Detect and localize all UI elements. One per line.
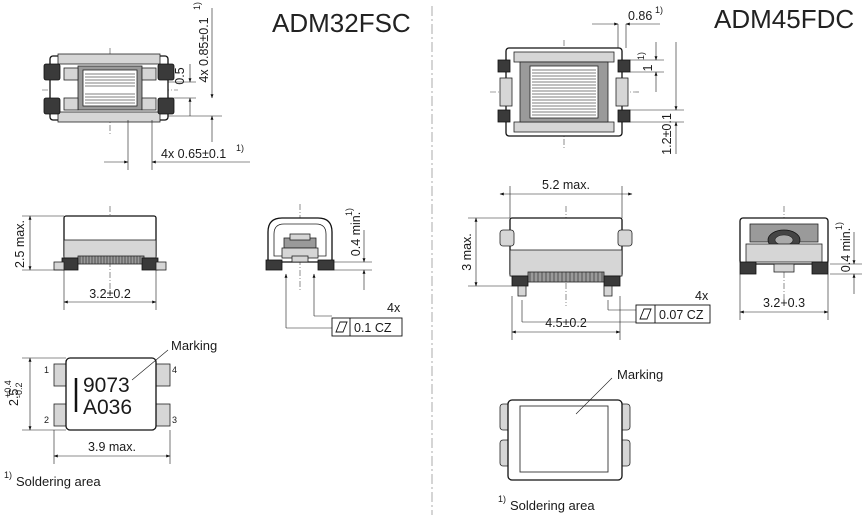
left-dim-side-minus: -0.2 xyxy=(14,382,24,398)
right-dim-1: 1 xyxy=(641,64,655,71)
right-side-dims: 0.4 min. 1) 3.2+0.3 xyxy=(739,222,862,320)
left-front-view xyxy=(53,206,167,296)
left-side-view xyxy=(265,204,335,290)
right-front-dims: 5.2 max. 3 max. 4.5±0.2 0.07 CZ 4x xyxy=(460,178,711,340)
left-title: ADM32FSC xyxy=(272,8,411,38)
left-top-coil xyxy=(85,73,135,104)
right-front-view xyxy=(499,206,633,306)
right-side-view xyxy=(739,206,829,300)
left-pin-2: 2 xyxy=(44,415,49,425)
right-dim-0-86-note: 1) xyxy=(655,5,663,15)
left-marking-view: 9073 A036 1 2 3 4 Marking xyxy=(44,338,217,431)
right-top-view xyxy=(490,40,640,150)
left-footnote: Soldering area xyxy=(16,474,101,489)
left-dim-min: 0.4 min. xyxy=(349,212,363,256)
left-marking-line1: 9073 xyxy=(83,374,130,397)
right-dim-height: 3 max. xyxy=(460,233,474,271)
left-coplanar-value: 0.1 CZ xyxy=(354,321,392,335)
left-coplanar-count: 4x xyxy=(387,301,401,315)
right-footnote-sup: 1) xyxy=(498,494,506,504)
left-dim-side-width: 2.5 xyxy=(7,389,21,406)
left-dim-0-85-note: 1) xyxy=(192,2,202,10)
left-dim-0-85: 4x 0.85±0.1 xyxy=(197,17,211,82)
right-dim-1-2: 1.2±0.1 xyxy=(660,113,674,155)
left-pin-1: 1 xyxy=(44,365,49,375)
left-marking-dims: 2.5 +0.4 -0.2 3.9 max. xyxy=(3,357,171,464)
left-pin-4: 4 xyxy=(172,365,177,375)
left-pin-3: 3 xyxy=(172,415,177,425)
left-dim-0-5: 0.5 xyxy=(173,67,187,84)
left-footnote-sup: 1) xyxy=(4,470,12,480)
left-side-dims: 0.4 min. 1) 0.1 CZ 4x xyxy=(284,208,403,337)
right-marking-label: Marking xyxy=(617,367,663,382)
right-dim-width: 5.2 max. xyxy=(542,178,590,192)
left-dim-side-plus: +0.4 xyxy=(3,380,13,398)
right-footnote: Soldering area xyxy=(510,498,595,513)
right-top-dims: 0.86 1) 1 1) 1.2±0.1 xyxy=(592,5,684,155)
right-dim-side-width: 3.2+0.3 xyxy=(763,296,805,310)
left-top-dims: 0.5 4x 0.85±0.1 1) 4x 0.65±0.1 1) xyxy=(104,2,250,170)
left-top-view xyxy=(42,48,178,134)
left-dim-0-65-note: 1) xyxy=(236,143,244,153)
right-dim-length: 4.5±0.2 xyxy=(545,316,587,330)
right-marking-view: Marking xyxy=(499,367,663,481)
right-dim-1-note: 1) xyxy=(636,52,646,60)
right-coplanar-value: 0.07 CZ xyxy=(659,308,704,322)
left-dim-width: 3.2±0.2 xyxy=(89,287,131,301)
left-front-dims: 2.5 max. 3.2±0.2 xyxy=(13,215,157,310)
left-marking-label: Marking xyxy=(171,338,217,353)
left-dim-min-note: 1) xyxy=(344,208,354,216)
right-top-coil xyxy=(532,69,596,116)
right-dim-min-note: 1) xyxy=(834,222,844,230)
left-dim-height: 2.5 max. xyxy=(13,220,27,268)
right-dim-min: 0.4 min. xyxy=(839,228,853,272)
right-title: ADM45FDC xyxy=(714,4,854,34)
left-dim-length: 3.9 max. xyxy=(88,440,136,454)
left-dim-0-65: 4x 0.65±0.1 xyxy=(161,147,226,161)
right-coplanar-count: 4x xyxy=(695,289,709,303)
left-marking-line2: A036 xyxy=(83,396,132,419)
right-dim-0-86: 0.86 xyxy=(628,9,652,23)
